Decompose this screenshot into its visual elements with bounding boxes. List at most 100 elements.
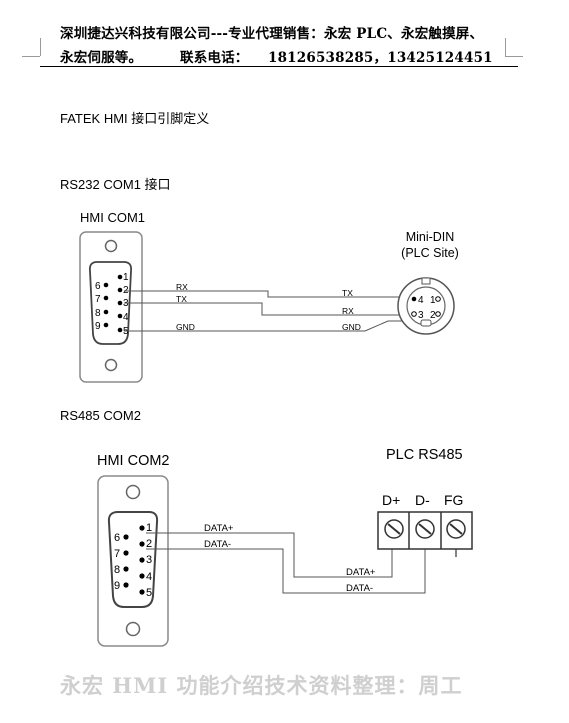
db9-com1-pin xyxy=(117,274,123,280)
rs485-wire-data-minus xyxy=(146,548,426,594)
rs232-wire-rx xyxy=(124,290,408,298)
db9-com2-pin xyxy=(139,525,145,531)
mini-din-pin-label: 4 xyxy=(418,295,424,306)
db9-com2-pin-label: 6 xyxy=(114,532,120,544)
rs485-wires xyxy=(146,532,426,594)
terminal-block xyxy=(377,511,473,557)
db9-com2-pin-label: 7 xyxy=(114,548,120,560)
db9-com1-pin xyxy=(117,327,123,333)
db9-com1-pin xyxy=(117,287,123,293)
mini-din-pin xyxy=(435,311,441,317)
db9-com1-face xyxy=(88,261,133,345)
rs485-wire-label: DATA+ xyxy=(346,567,376,578)
rs232-wire-labels: RX TX GND TX RX GND xyxy=(176,282,361,332)
hmi-com2-label: HMI COM2 xyxy=(97,453,170,469)
plc-site-label: (PLC Site) xyxy=(401,246,459,260)
db9-com2-pin-label: 3 xyxy=(146,554,152,566)
db9-com1-pin-label: 1 xyxy=(123,272,129,283)
mini-din-pin-label: 2 xyxy=(430,310,436,321)
db9-com1-pin xyxy=(103,322,109,328)
db9-com2-pin-label: 2 xyxy=(146,538,152,550)
rs232-wire-gnd xyxy=(124,320,404,332)
db9-com2-pin-label: 4 xyxy=(146,571,152,583)
mini-din-bottom-key xyxy=(420,319,432,327)
terminal-label: FG xyxy=(444,492,463,508)
rs485-section-label: RS485 COM2 xyxy=(60,408,141,423)
mini-din-pin-labels: 4 1 3 2 xyxy=(418,295,436,321)
db9-com2-screw-top xyxy=(125,484,141,500)
rs485-wire-label: DATA- xyxy=(346,583,373,594)
db9-com2-pin xyxy=(123,582,129,588)
terminal-screw-slot xyxy=(418,523,432,535)
rs232-section-label: RS232 COM1 接口 xyxy=(60,177,171,192)
db9-com2-pin-label: 5 xyxy=(146,587,152,599)
db9-com1-pin-label: 7 xyxy=(95,294,101,305)
db9-com2-pin xyxy=(139,541,145,547)
crop-mark-left xyxy=(40,38,41,56)
header-products: 永宏伺服等。 xyxy=(60,50,143,66)
rs232-wire-label: RX xyxy=(342,306,354,316)
mini-din-key xyxy=(421,277,431,285)
rs232-wire-label: RX xyxy=(176,282,188,292)
db9-com1-pins xyxy=(103,274,123,333)
header-rule xyxy=(40,66,518,67)
db9-com1-pin xyxy=(103,295,109,301)
db9-com2-pin-label: 8 xyxy=(114,564,120,576)
header-company-line: 深圳捷达兴科技有限公司---专业代理销售：永宏 PLC、永宏触摸屏、 xyxy=(60,26,484,42)
db9-com1-pin xyxy=(103,309,109,315)
crop-mark-right-h xyxy=(505,56,523,57)
db9-com1-screw-bottom xyxy=(104,358,118,372)
db9-com1-pin xyxy=(103,282,109,288)
terminal-label: D- xyxy=(415,492,430,508)
db9-com1-pin-label: 6 xyxy=(95,281,101,292)
db9-com1-pin xyxy=(117,300,123,306)
db9-com2-pin xyxy=(139,573,145,579)
db9-com2-pin xyxy=(139,557,145,563)
db9-com2-face xyxy=(107,511,159,608)
footer-credit: 永宏 HMI 功能介绍技术资料整理：周工 xyxy=(60,673,463,698)
db9-com1-pin-label: 9 xyxy=(95,321,101,332)
rs485-wire-label: DATA- xyxy=(204,539,231,550)
mini-din-pin xyxy=(435,296,441,302)
crop-mark-left-h xyxy=(22,56,40,57)
mini-din-pin-label: 1 xyxy=(430,295,436,306)
db9-com1-pin-label: 4 xyxy=(123,312,129,323)
db9-com2-pin-labels: 1 2 3 4 5 6 7 8 9 xyxy=(114,522,152,599)
terminal-screw-slot xyxy=(387,523,401,535)
rs232-wire-label: TX xyxy=(176,294,187,304)
terminal-label: D+ xyxy=(382,492,400,508)
crop-mark-right xyxy=(505,38,506,56)
db9-com2-pin-label: 1 xyxy=(146,522,152,534)
db9-com1-pin xyxy=(117,313,123,319)
rs232-wire-label: GND xyxy=(176,322,195,332)
db9-com2-pin xyxy=(139,589,145,595)
db9-com2-pins xyxy=(123,525,145,595)
db9-com1-pin-label: 8 xyxy=(95,308,101,319)
rs485-wire-data-plus xyxy=(146,532,393,578)
db9-com2-pin-label: 9 xyxy=(114,580,120,592)
db9-com2-pin xyxy=(123,566,129,572)
doc-title: FATEK HMI 接口引脚定义 xyxy=(60,111,210,126)
db9-com2-pin xyxy=(123,550,129,556)
rs232-wires xyxy=(124,290,408,332)
db9-com2-pin xyxy=(123,534,129,540)
rs485-wire-labels: DATA+ DATA- DATA+ DATA- xyxy=(204,523,376,594)
mini-din-pin xyxy=(411,311,417,317)
header-phones: 18126538285，13425124451 xyxy=(268,50,493,66)
db9-com2-screw-bottom xyxy=(125,621,141,637)
mini-din-pins xyxy=(411,296,441,317)
db9-com1-shell xyxy=(79,231,143,383)
rs232-wire-tx xyxy=(124,302,408,316)
db9-com2-shell xyxy=(97,475,169,647)
mini-din-pin xyxy=(411,296,417,302)
header-contact-label: 联系电话： xyxy=(180,50,249,66)
terminal-labels: D+ D- FG xyxy=(382,492,463,508)
rs232-wire-label: GND xyxy=(342,322,361,332)
mini-din-label: Mini-DIN xyxy=(406,230,455,244)
mini-din-pin-label: 3 xyxy=(418,310,424,321)
rs232-wire-label: TX xyxy=(342,288,353,298)
hmi-com1-label: HMI COM1 xyxy=(80,210,145,225)
rs485-wire-label: DATA+ xyxy=(204,523,234,534)
